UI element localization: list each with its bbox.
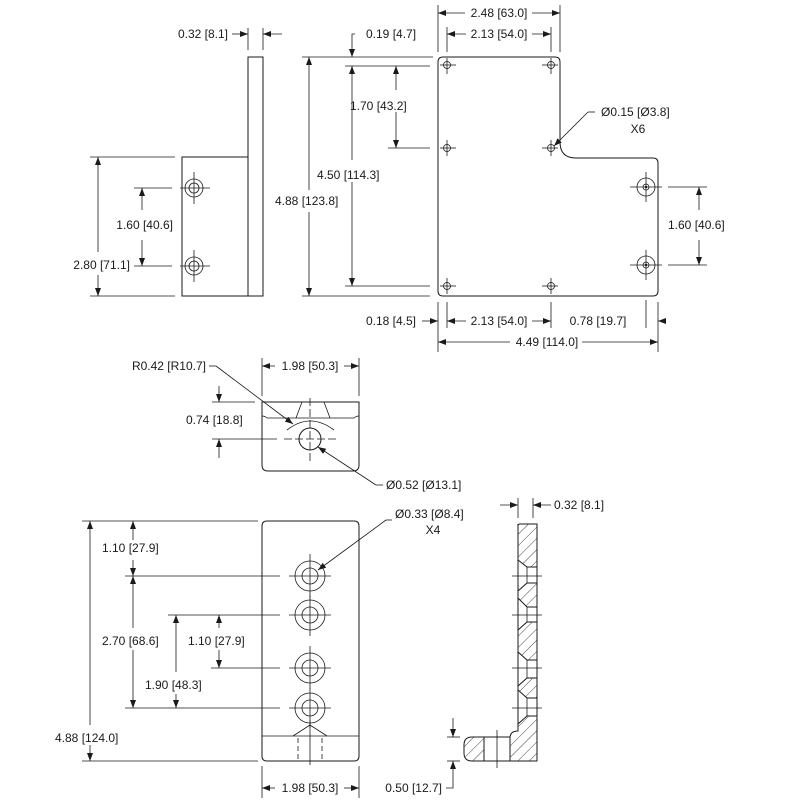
dim-section-thickness: 0.32 [8.1] <box>554 498 604 512</box>
small-hole-qty: X6 <box>631 122 646 136</box>
back-plate-outline <box>261 520 360 762</box>
dim-side-hole-spacing: 1.60 [40.6] <box>116 218 173 232</box>
dim-bottom-overall-height: 4.88 [124.0] <box>55 731 118 745</box>
top-left-side-view <box>90 28 282 297</box>
dim-middle-hole-offset: 0.74 [18.8] <box>186 413 243 427</box>
dim-outer-hole-span: 2.70 [68.6] <box>102 634 159 648</box>
dim-top-offset: 0.19 [4.7] <box>366 27 416 41</box>
bore-callout: Ø0.52 [Ø13.1] <box>386 478 461 492</box>
side-plate-outline <box>247 56 264 297</box>
top-right-front-view <box>302 5 707 352</box>
dim-width-upper: 2.48 [63.0] <box>471 6 528 20</box>
dim-hole-spacing-upper: 2.13 [54.0] <box>471 27 528 41</box>
counterbore-hole <box>180 250 210 282</box>
bottom-left-back-view <box>82 519 392 798</box>
counterbore-hole <box>289 646 331 689</box>
dim-inner-hole-spacing: 1.10 [27.9] <box>188 634 245 648</box>
dim-hole-span: 4.50 [114.3] <box>317 168 380 182</box>
counterbore-hole <box>630 250 662 280</box>
dim-overall-width: 4.49 [114.0] <box>516 335 579 349</box>
dim-middle-width: 1.98 [50.3] <box>282 359 339 373</box>
counterbore-hole <box>180 172 210 204</box>
dim-hole-row-spacing: 1.70 [43.2] <box>350 99 407 113</box>
dim-bottom-width: 1.98 [50.3] <box>282 781 339 795</box>
counterbore-hole <box>289 595 331 636</box>
dim-foot-thickness: 0.50 [12.7] <box>385 781 442 795</box>
small-holes <box>440 58 558 294</box>
counterbore-hole <box>289 688 331 728</box>
hole-callout: Ø0.33 [Ø8.4] <box>395 507 464 521</box>
dim-hole-spacing-lower: 2.13 [54.0] <box>471 314 528 328</box>
dim-top-hole-offset: 1.10 [27.9] <box>102 541 159 555</box>
plate-outline <box>437 56 659 297</box>
dim-side-thickness: 0.32 [8.1] <box>178 27 228 41</box>
small-hole-callout: Ø0.15 [Ø3.8] <box>601 105 670 119</box>
radius-callout: R0.42 [R10.7] <box>132 359 206 373</box>
top-view-outline <box>261 401 360 472</box>
dim-right-offset: 0.78 [19.7] <box>570 314 627 328</box>
dim-overall-height: 4.88 [123.8] <box>275 194 338 208</box>
dim-right-hole-spacing: 1.60 [40.6] <box>668 218 725 232</box>
dim-left-offset: 0.18 [4.5] <box>366 314 416 328</box>
counterbore-hole <box>630 172 662 202</box>
dim-mid-hole-span: 1.90 [48.3] <box>145 678 202 692</box>
hole-qty: X4 <box>426 523 441 537</box>
middle-top-view <box>209 358 383 486</box>
counterbore-hole <box>289 554 331 598</box>
section-view <box>446 498 551 789</box>
dim-flange-height: 2.80 [71.1] <box>73 258 130 272</box>
flange-outline <box>181 156 249 297</box>
